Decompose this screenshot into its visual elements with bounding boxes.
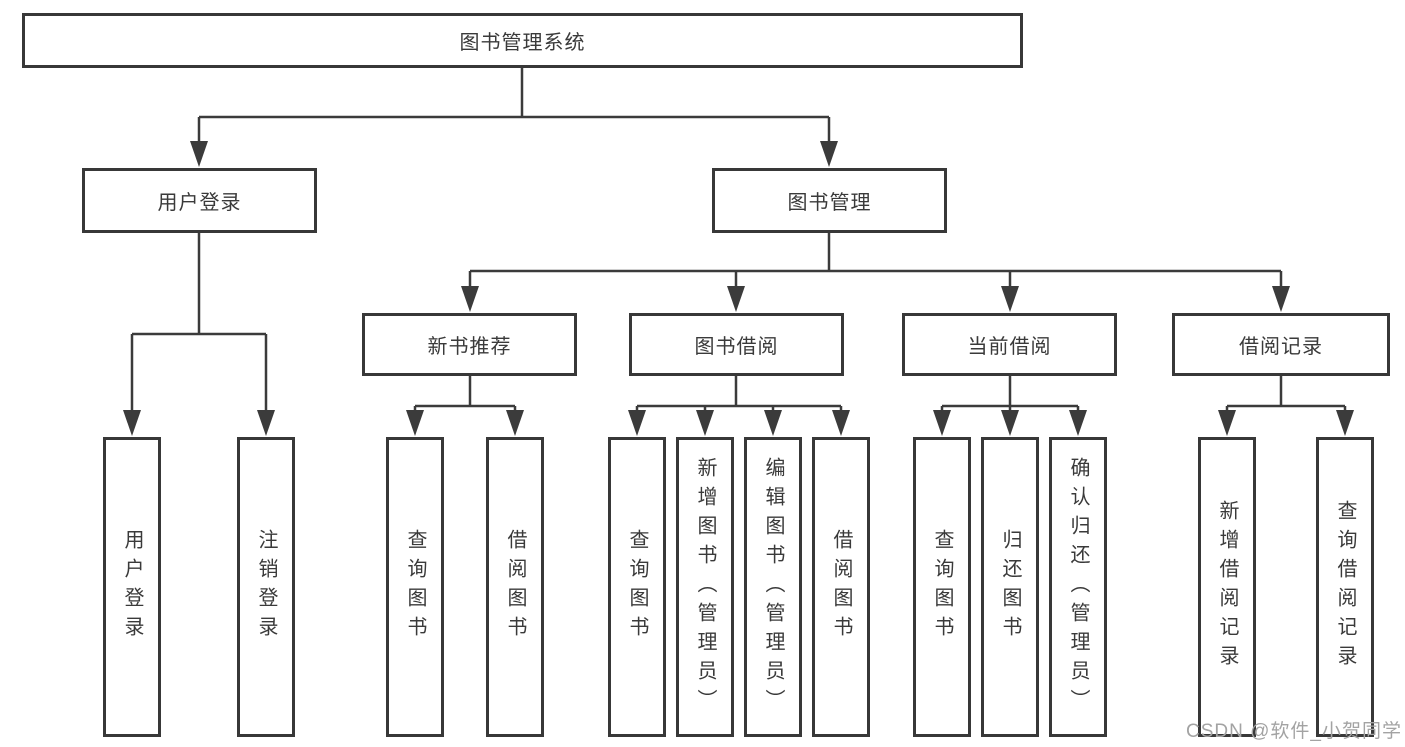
node-new-book-recommend: 新书推荐 — [362, 313, 577, 376]
leaf-query-book-current: 查询图书 — [913, 437, 971, 737]
leaf-add-borrow-record: 新增借阅记录 — [1198, 437, 1256, 737]
leaf-query-book-borrow: 查询图书 — [608, 437, 666, 737]
leaf-edit-book-admin: 编辑图书（管理员） — [744, 437, 802, 737]
node-borrow-records: 借阅记录 — [1172, 313, 1390, 376]
arrowheads — [123, 141, 1354, 436]
node-book-borrow: 图书借阅 — [629, 313, 844, 376]
leaf-add-book-admin: 新增图书（管理员） — [676, 437, 734, 737]
leaf-user-login: 用户登录 — [103, 437, 161, 737]
leaf-query-book-recommend: 查询图书 — [386, 437, 444, 737]
node-current-borrow: 当前借阅 — [902, 313, 1117, 376]
csdn-watermark: CSDN @软件_小贺同学 — [1186, 721, 1402, 742]
leaf-confirm-return-admin: 确认归还（管理员） — [1049, 437, 1107, 737]
node-user-login: 用户登录 — [82, 168, 317, 233]
leaf-borrow-book-recommend: 借阅图书 — [486, 437, 544, 737]
leaf-return-book: 归还图书 — [981, 437, 1039, 737]
node-root-system: 图书管理系统 — [22, 13, 1023, 68]
node-book-management: 图书管理 — [712, 168, 947, 233]
leaf-borrow-book: 借阅图书 — [812, 437, 870, 737]
leaf-logout: 注销登录 — [237, 437, 295, 737]
leaf-query-borrow-record: 查询借阅记录 — [1316, 437, 1374, 737]
